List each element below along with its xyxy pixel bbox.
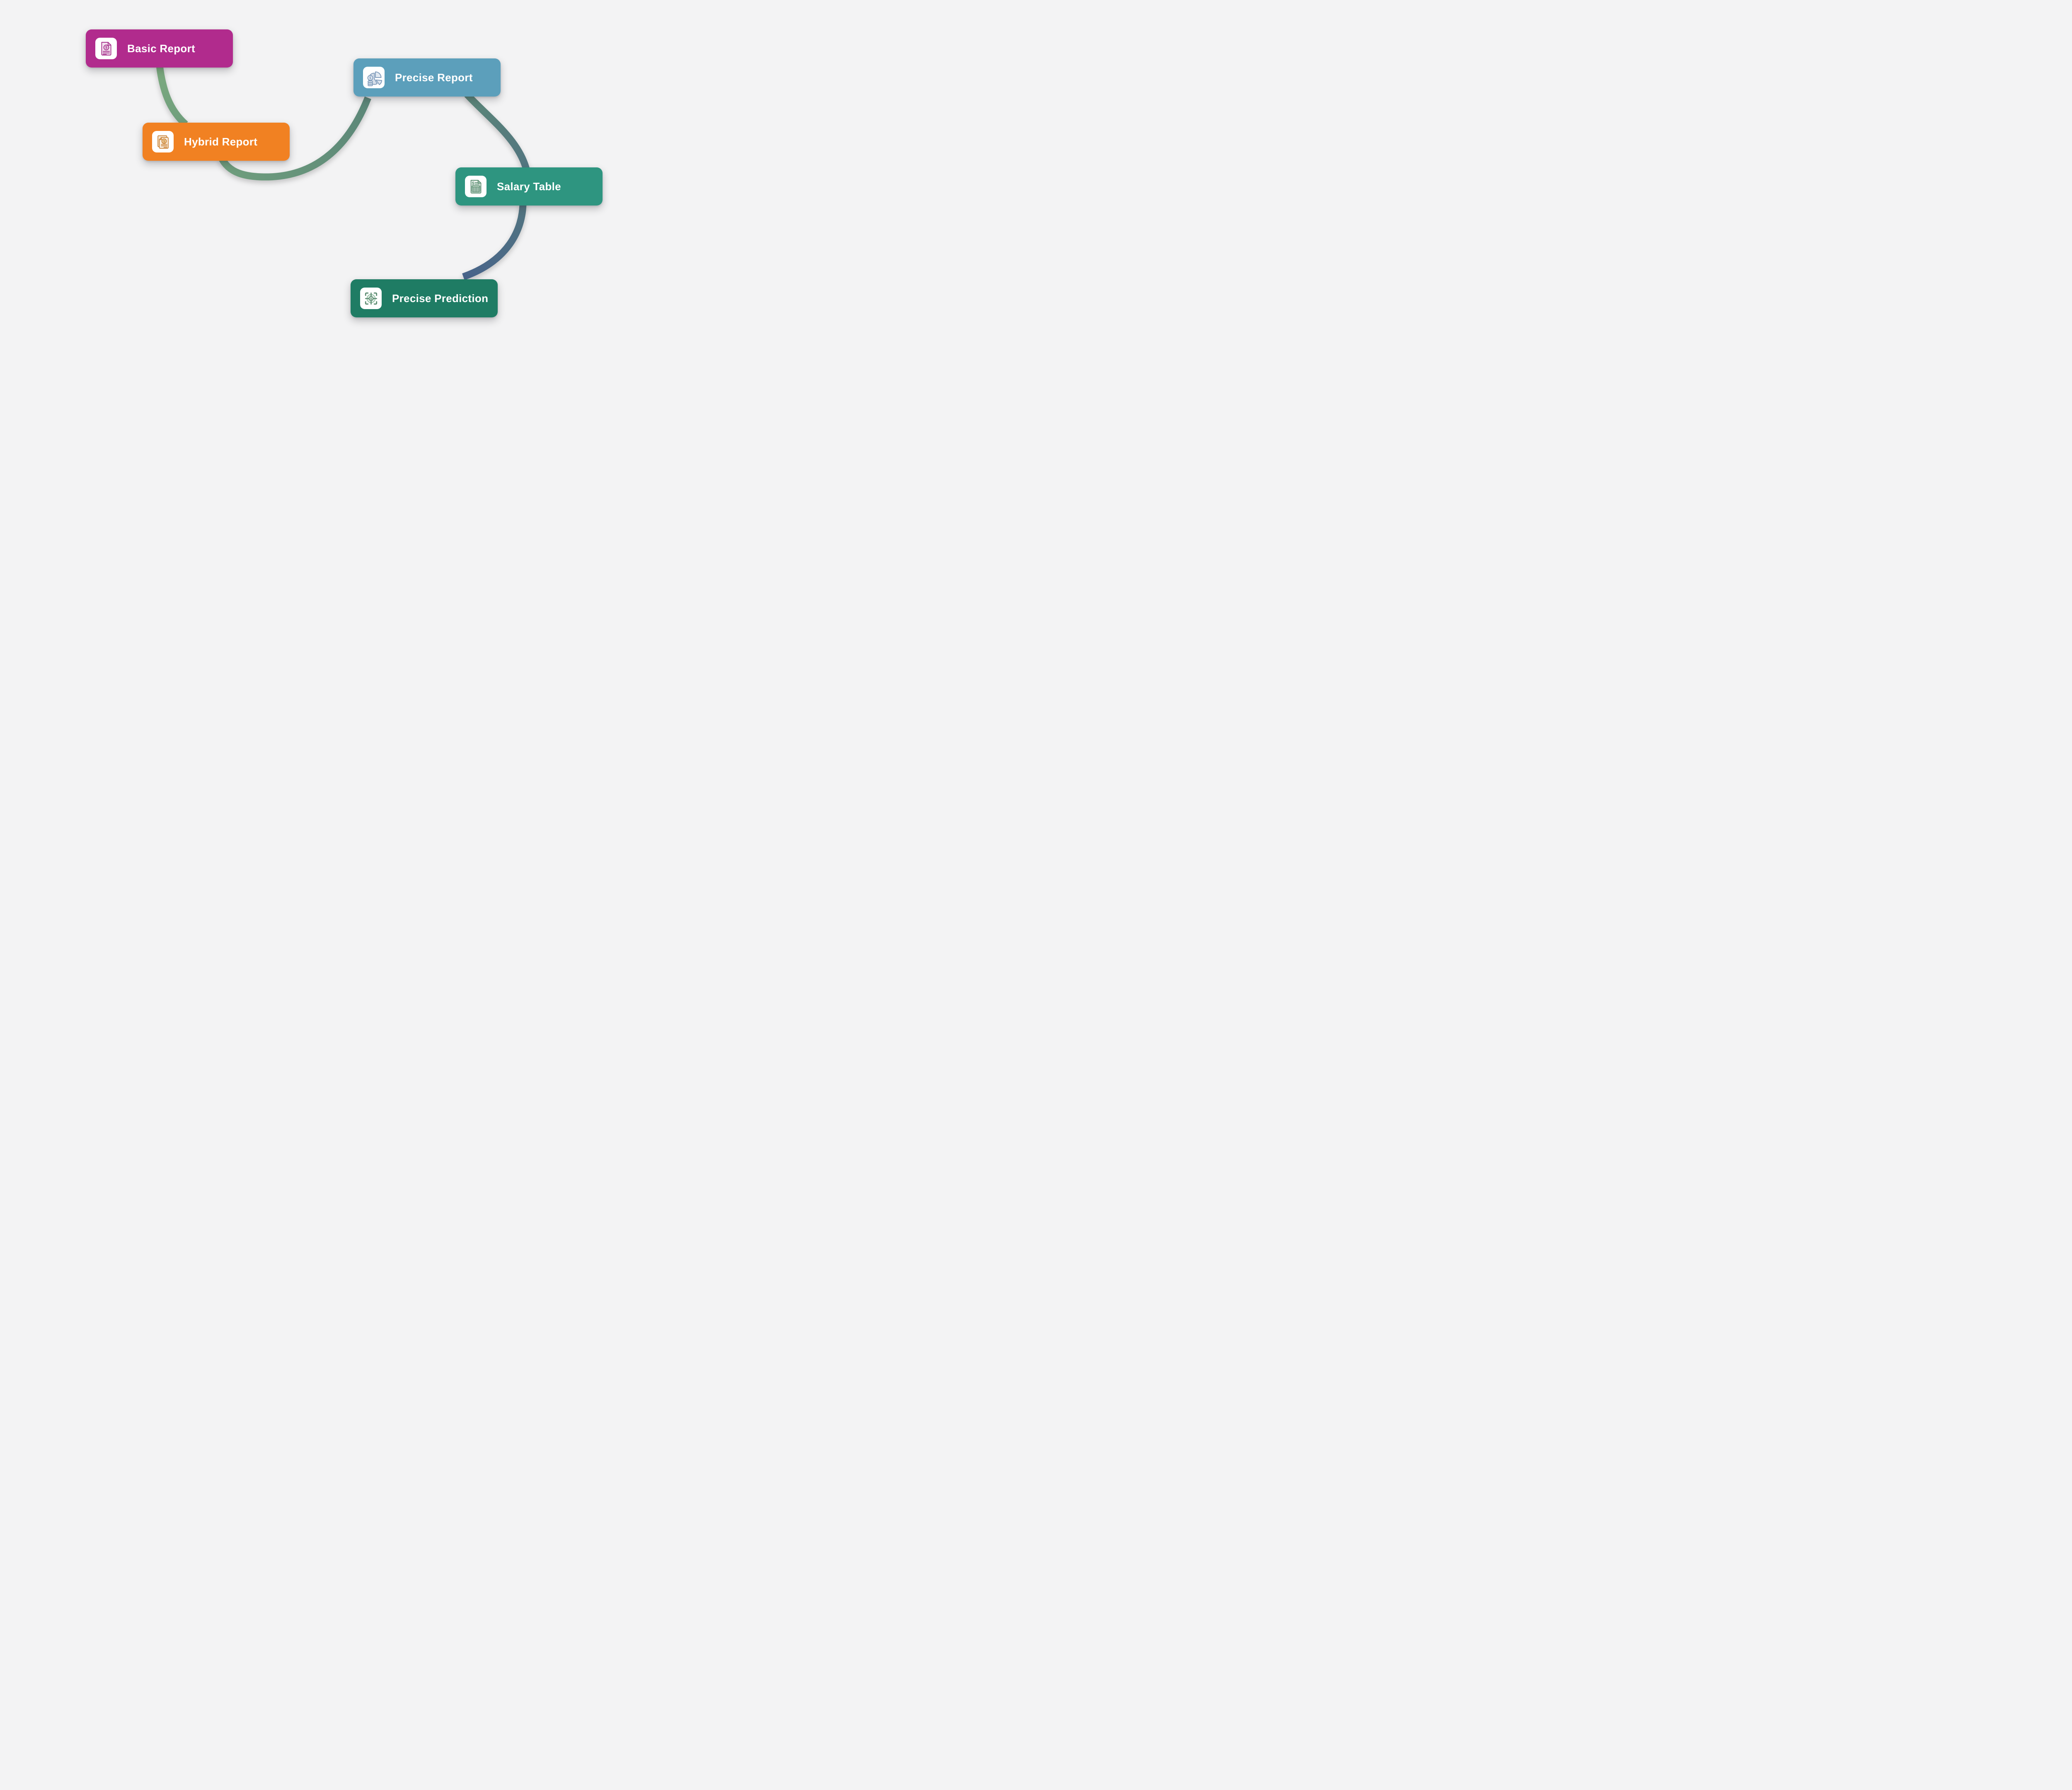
target-dollar-icon: $	[360, 288, 382, 309]
connector-precise-report-to-salary-table[interactable]	[464, 92, 530, 170]
svg-text:$: $	[105, 45, 107, 49]
node-precise-report[interactable]: $ Precise Report	[353, 58, 501, 97]
node-hybrid-report[interactable]: $ Hybrid Report	[143, 123, 290, 161]
flow-diagram: $ Basic Report $ Hybrid Report	[0, 0, 637, 358]
connector-salary-table-to-precise-prediction[interactable]	[462, 202, 527, 281]
node-label: Salary Table	[497, 180, 561, 193]
pie-chart-dollar-icon: $	[363, 67, 385, 88]
node-salary-table[interactable]: $ Salary Table	[455, 167, 603, 206]
connector-hybrid-report-to-precise-report[interactable]	[218, 96, 371, 181]
document-table-icon: $	[465, 176, 487, 197]
node-label: Precise Prediction	[392, 292, 489, 305]
node-label: Precise Report	[395, 71, 473, 84]
document-dollar-icon: $	[95, 38, 117, 59]
node-precise-prediction[interactable]: $ Precise Prediction	[351, 279, 498, 317]
connector-basic-report-to-hybrid-report[interactable]	[156, 65, 188, 127]
documents-dollar-icon: $	[152, 131, 174, 152]
svg-text:$: $	[472, 181, 474, 186]
svg-text:$: $	[370, 297, 372, 300]
connector-layer	[156, 65, 530, 281]
svg-text:$: $	[369, 76, 371, 80]
node-label: Basic Report	[127, 42, 195, 55]
svg-text:$: $	[163, 139, 165, 143]
node-basic-report[interactable]: $ Basic Report	[86, 29, 233, 68]
node-label: Hybrid Report	[184, 135, 258, 148]
